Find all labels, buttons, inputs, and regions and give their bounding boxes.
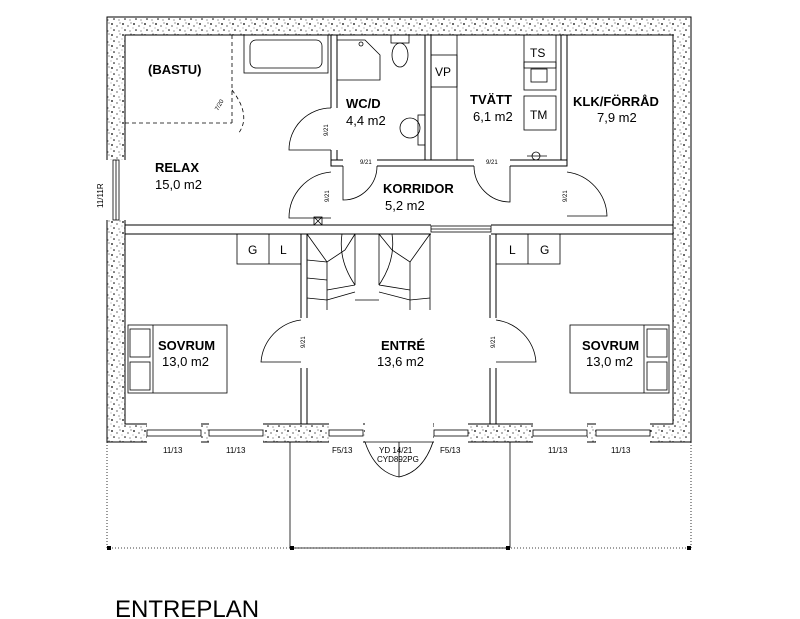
door-label-relax-corridor: 9/21 (325, 190, 331, 202)
window-label-3: 11/13 (548, 446, 568, 455)
sauna-bench-and-door (125, 35, 245, 135)
klk-door (559, 170, 608, 218)
corridor-opening (313, 216, 492, 235)
door-label-sauna: 7/20 (215, 98, 226, 112)
wardrobe-left-g-label: G (248, 243, 257, 257)
room-klk-name: KLK/FÖRRÅD (573, 94, 659, 109)
room-relax-name: RELAX (155, 160, 199, 175)
tvatt-fixtures (430, 34, 557, 161)
wc-bottom-door (342, 158, 378, 201)
room-relax-area: 15,0 m2 (155, 177, 202, 192)
wc-fixtures (336, 34, 426, 146)
room-tvatt-area: 6,1 m2 (473, 109, 513, 124)
window-label-f-right: F5/13 (440, 446, 461, 455)
room-sovrum-right-area: 13,0 m2 (586, 354, 633, 369)
door-label-wc-bottom: 9/21 (360, 160, 372, 166)
relax-side-window (106, 159, 126, 221)
wardrobe-right-g-label: G (540, 243, 549, 257)
bedroom-right-door (488, 318, 537, 368)
fixture-ts-label: TS (530, 46, 545, 60)
room-klk-area: 7,9 m2 (597, 110, 637, 125)
room-bastu-name: (BASTU) (148, 62, 201, 77)
window-label-cyd: CYD892PG (377, 455, 419, 464)
room-tvatt-name: TVÄTT (470, 92, 512, 107)
room-entre-name: ENTRÉ (381, 338, 425, 353)
entrance-door (364, 423, 434, 478)
wardrobes (236, 233, 561, 265)
door-label-tvatt-bottom: 9/21 (486, 160, 498, 166)
fixture-tm-label: TM (530, 108, 547, 122)
window-label-1: 11/13 (163, 446, 183, 455)
room-sovrum-left-name: SOVRUM (158, 338, 215, 353)
room-korridor-name: KORRIDOR (383, 181, 454, 196)
room-sovrum-left-area: 13,0 m2 (162, 354, 209, 369)
window-label-relax-side: 11/11R (96, 183, 105, 208)
window-label-f-left: F5/13 (332, 446, 353, 455)
door-label-sovrum-right: 9/21 (491, 336, 497, 348)
wardrobe-left-l-label: L (280, 243, 287, 257)
wc-side-door (288, 107, 339, 151)
wardrobe-right-l-label: L (509, 243, 516, 257)
plan-title: ENTREPLAN (115, 596, 259, 619)
room-wc-name: WC/D (346, 96, 381, 111)
bedroom-left-door (260, 318, 309, 368)
door-label-klk: 9/21 (563, 190, 569, 202)
staircase (306, 233, 431, 310)
relax-corridor-door (288, 170, 339, 219)
bathtub (243, 34, 329, 74)
tvatt-bottom-door (473, 158, 511, 203)
porch-outline (106, 442, 692, 550)
room-korridor-area: 5,2 m2 (385, 198, 425, 213)
bed-left (127, 324, 228, 394)
window-label-yd: YD 14/21 (379, 446, 413, 455)
room-wc-area: 4,4 m2 (346, 113, 386, 128)
bed-right (569, 324, 670, 394)
window-label-4: 11/13 (611, 446, 631, 455)
door-label-wc-side: 9/21 (324, 124, 330, 136)
window-label-2: 11/13 (226, 446, 246, 455)
fixture-vp-label: VP (435, 65, 451, 79)
room-sovrum-right-name: SOVRUM (582, 338, 639, 353)
door-label-sovrum-left: 9/21 (301, 336, 307, 348)
room-entre-area: 13,6 m2 (377, 354, 424, 369)
bottom-windows (146, 423, 651, 443)
